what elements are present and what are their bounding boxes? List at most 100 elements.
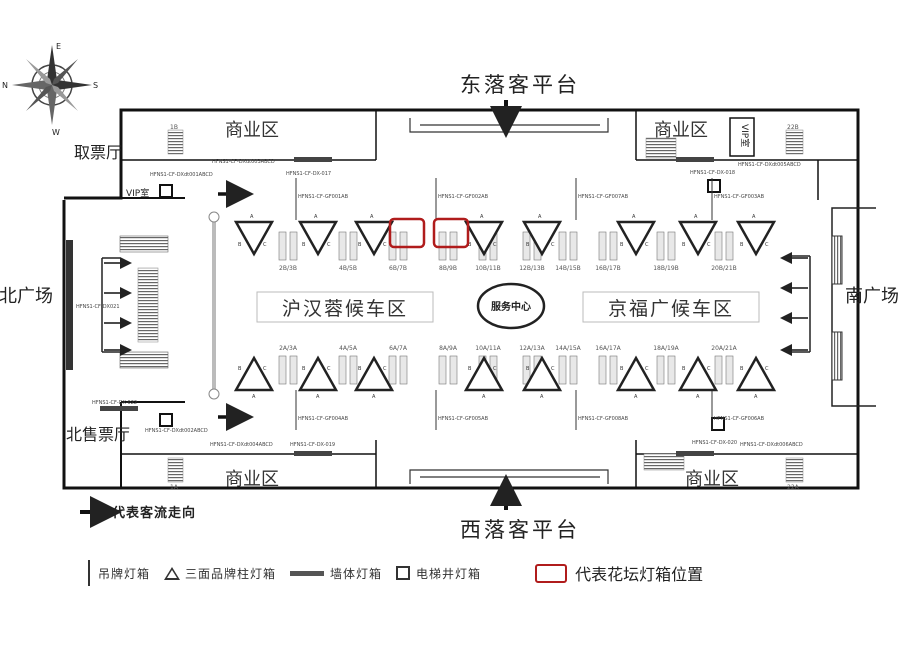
gate-label-bottom: 4A/5A [339, 345, 358, 352]
flower-lightbox-1 [388, 217, 426, 249]
gate-label-top: 2B/3B [279, 265, 297, 272]
east-platform-label: 东落客平台 [460, 73, 580, 97]
service-center[interactable] [476, 282, 546, 330]
face-b: B [468, 242, 472, 248]
triangle-brand-column [521, 220, 563, 257]
triangle-brand-column [615, 355, 657, 392]
triangle-brand-column [463, 355, 505, 392]
ticket-pickup-label: 取票厅 [74, 143, 122, 162]
compass-s: S [93, 81, 98, 90]
compass-n: N [2, 81, 8, 90]
flow-arrows [218, 180, 254, 431]
escalator-rail [208, 211, 220, 400]
face-a: A [250, 214, 254, 220]
legend-elevator: 电梯井灯箱 [396, 565, 481, 582]
triangle-brand-column [297, 220, 339, 257]
triangle-brand-column [233, 355, 275, 392]
code-c006ab: HFNS1-CF-GF006AB [714, 416, 765, 422]
commercial-top-left: 商业区 [225, 120, 279, 141]
compass-e: E [56, 42, 61, 51]
corner-1b-label: 1B [170, 124, 178, 131]
entrance-arrows [104, 252, 808, 356]
hatched-block-br [643, 453, 685, 471]
face-a: A [538, 214, 542, 220]
code-c004ab: HFNS1-CF-GF004AB [298, 416, 349, 422]
square-icon [396, 566, 411, 580]
face-a: A [540, 394, 544, 400]
face-c: C [493, 366, 497, 372]
code-dt002: HFNS1-CF-DXdt002ABCD [145, 428, 208, 434]
corner-block-1b [167, 129, 184, 155]
face-b: B [302, 366, 306, 372]
gate-barrier [289, 231, 298, 261]
code-c001ab: HFNS1-CF-GF001AB [298, 194, 349, 200]
code-dx019: HFNS1-CF-DX-019 [290, 442, 335, 448]
gate-barrier [278, 231, 287, 261]
gate-barrier [656, 355, 665, 385]
station-walls [62, 108, 860, 490]
compass-icon: E S W N [2, 42, 98, 137]
legend-hanging: 吊牌灯箱 [98, 565, 150, 582]
face-c: C [383, 366, 387, 372]
corner-1a-label: 1A [170, 484, 179, 491]
corner-block-1a [167, 457, 184, 483]
face-a: A [314, 214, 318, 220]
face-a: A [316, 394, 320, 400]
triangle-icon [164, 566, 181, 580]
gate-label-top: 10B/11B [475, 265, 501, 272]
gate-label-bottom: 2A/3A [279, 345, 298, 352]
face-a: A [372, 394, 376, 400]
face-a: A [632, 214, 636, 220]
wall-lightbox-dx022 [100, 406, 138, 411]
legend-elevator-label: 电梯井灯箱 [416, 566, 482, 581]
gate-label-top: 8B/9B [439, 265, 457, 272]
compass-w: W [52, 128, 60, 137]
code-c005ab: HFNS1-CF-GF005AB [438, 416, 489, 422]
face-a: A [634, 394, 638, 400]
wall-lightbox-dx020 [676, 451, 714, 456]
code-dt006: HFNS1-CF-DXdt006ABCD [740, 442, 803, 448]
face-b: B [358, 242, 362, 248]
gate-barrier [609, 355, 618, 385]
gate-barrier [714, 355, 723, 385]
face-c: C [327, 366, 331, 372]
waiting-area-right-label: 京福广候车区 [608, 298, 734, 320]
gate-barrier [609, 231, 618, 261]
elevator-lightbox-001 [159, 184, 173, 198]
gate-barrier [725, 231, 734, 261]
code-dx018: HFNS1-CF-DX-018 [690, 170, 735, 176]
legend-wall-label: 墙体灯箱 [330, 566, 383, 581]
corner-block-22b [785, 129, 804, 155]
commercial-top-right: 商业区 [654, 120, 708, 141]
vip-room-left-label: VIP室 [126, 187, 149, 199]
triangle-brand-column [735, 355, 777, 392]
triangle-brand-column [233, 220, 275, 257]
gate-barrier [598, 231, 607, 261]
flower-lightbox-2 [432, 217, 470, 249]
gate-barrier [569, 355, 578, 385]
code-dt003: HFNS1-CF-DXdt003ABCD [212, 159, 275, 165]
face-a: A [752, 214, 756, 220]
face-c: C [765, 242, 769, 248]
triangle-brand-column [677, 355, 719, 392]
gate-label-top: 4B/5B [339, 265, 357, 272]
gate-barrier [522, 231, 531, 261]
code-dt005: HFNS1-CF-DXdt005ABCD [738, 162, 801, 168]
face-b: B [238, 366, 242, 372]
gate-label-bottom: 20A/21A [711, 345, 737, 352]
gate-barrier [558, 231, 567, 261]
corner-block-22a [785, 457, 804, 483]
code-c002ab: HFNS1-CF-GF002AB [438, 194, 489, 200]
north-entrance [66, 235, 169, 370]
gate-barrier [338, 355, 347, 385]
face-b: B [526, 366, 530, 372]
triangle-brand-column [615, 220, 657, 257]
gate-barrier [399, 355, 408, 385]
wall-lightbox-dx017 [294, 157, 332, 162]
code-dx017: HFNS1-CF-DX-017 [286, 171, 331, 177]
gate-barrier [725, 355, 734, 385]
legend-triangle-label: 三面品牌柱灯箱 [185, 566, 277, 581]
